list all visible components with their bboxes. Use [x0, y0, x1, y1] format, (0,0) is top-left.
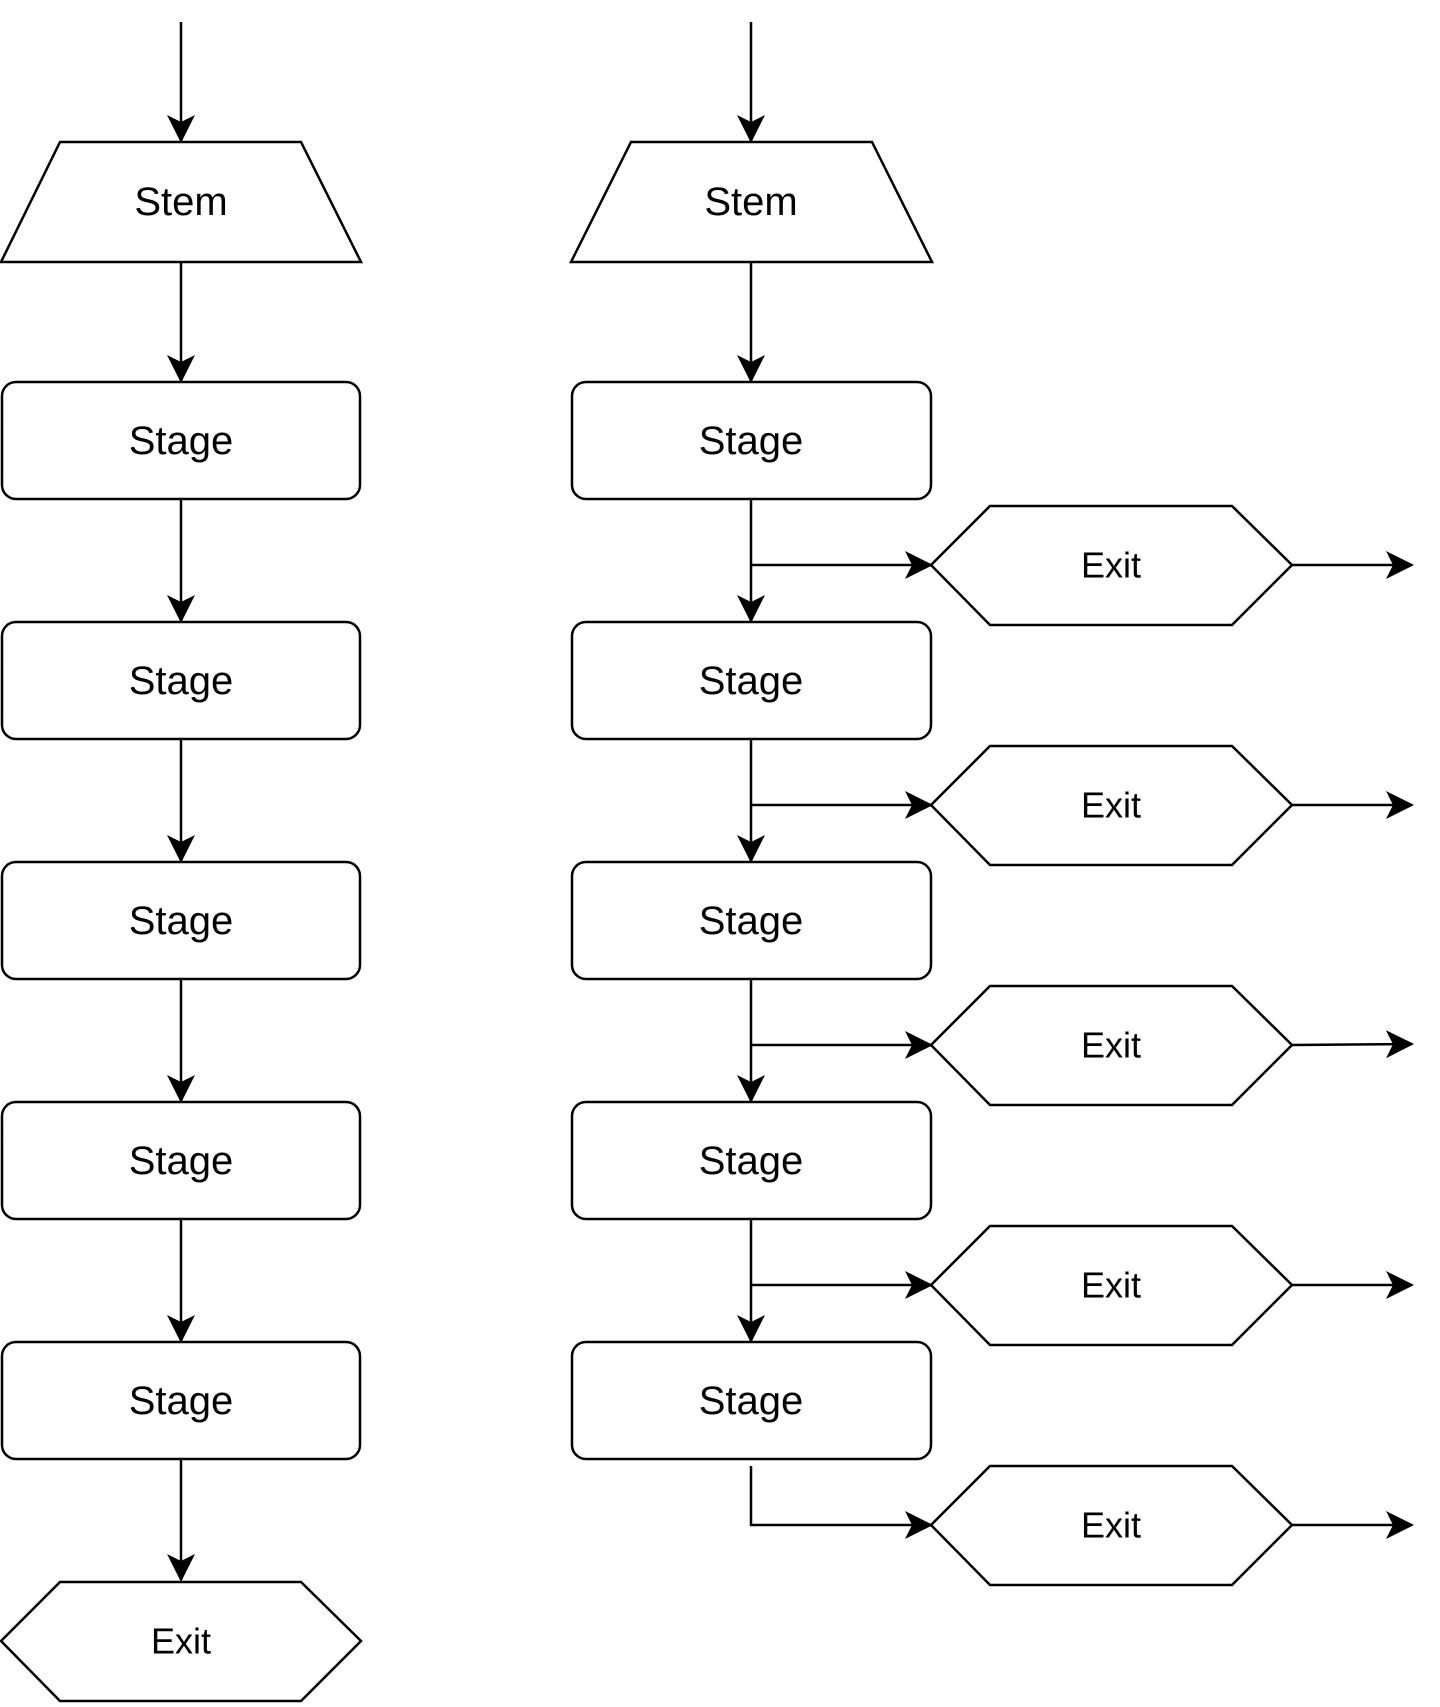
right-stage-node-5: Stage [570, 1340, 933, 1461]
right-stem-label: Stem [704, 180, 797, 224]
left-stage-label-5: Stage [129, 1379, 234, 1423]
left-stage-label-3: Stage [129, 899, 234, 943]
right-exit-label-3: Exit [1081, 1025, 1141, 1066]
left-flow: Stem Stage Stage Stage Stage Stage Exit [0, 22, 364, 1703]
right-flow: Stem Stage Stage Stage Stage Stage Exit [568, 22, 1414, 1587]
right-stem-node: Stem [568, 140, 935, 264]
right-stage-node-2: Stage [570, 620, 933, 741]
right-exit-node-1: Exit [929, 504, 1294, 627]
left-stem-node: Stem [0, 140, 364, 264]
right-exit-node-3: Exit [929, 984, 1294, 1107]
left-exit-label: Exit [151, 1621, 211, 1662]
right-stage-label-1: Stage [699, 419, 804, 463]
left-stage-label-4: Stage [129, 1139, 234, 1183]
right-exit-node-2: Exit [929, 744, 1294, 867]
right-stage-node-1: Stage [570, 380, 933, 501]
right-exit-3-out-arrow [1291, 1030, 1414, 1059]
right-stage-label-3: Stage [699, 899, 804, 943]
right-exit-node-4: Exit [929, 1224, 1294, 1347]
right-exit-label-4: Exit [1081, 1265, 1141, 1306]
left-stage-node-3: Stage [0, 860, 362, 981]
left-stage-label-2: Stage [129, 659, 234, 703]
left-stage-label-1: Stage [129, 419, 234, 463]
right-stage-label-5: Stage [699, 1379, 804, 1423]
left-stage-node-4: Stage [0, 1100, 362, 1221]
right-stage-label-4: Stage [699, 1139, 804, 1183]
right-stage-node-4: Stage [570, 1100, 933, 1221]
left-stage-node-2: Stage [0, 620, 362, 741]
right-exit-label-2: Exit [1081, 785, 1141, 826]
right-stage-label-2: Stage [699, 659, 804, 703]
right-stage-node-3: Stage [570, 860, 933, 981]
left-stage-node-5: Stage [0, 1340, 362, 1461]
right-branch-to-exit-5-arrow [749, 1466, 933, 1539]
left-stage-node-1: Stage [0, 380, 362, 501]
right-exit-label-1: Exit [1081, 545, 1141, 586]
right-exit-node-5: Exit [929, 1464, 1294, 1587]
left-stem-label: Stem [134, 180, 227, 224]
left-exit-node: Exit [0, 1580, 363, 1703]
right-exit-label-5: Exit [1081, 1505, 1141, 1546]
